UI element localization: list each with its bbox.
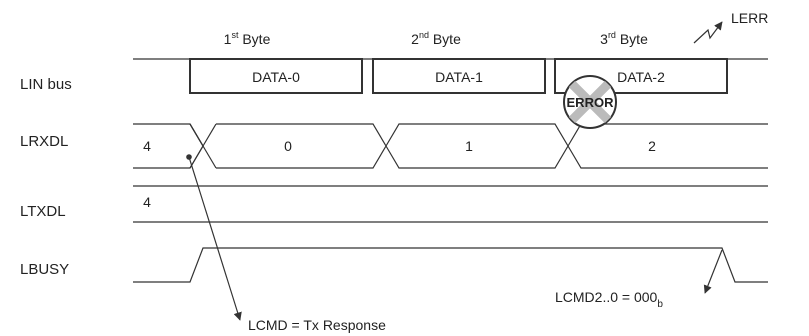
lrxdl-value-0: 0 <box>284 138 292 154</box>
data-frame-0 <box>189 58 363 94</box>
byte-header-1: 1st Byte <box>224 30 271 47</box>
data-frame-1 <box>372 58 546 94</box>
ltxdl-value: 4 <box>143 194 151 210</box>
data-frame-0-label: DATA-0 <box>252 69 300 85</box>
lrxdl-label: LRXDL <box>20 133 68 150</box>
ltxdl-label: LTXDL <box>20 203 66 220</box>
data-frame-1-label: DATA-1 <box>435 69 483 85</box>
lerr-lightning-icon <box>693 21 723 44</box>
lin-bus-label: LIN bus <box>20 76 72 93</box>
lrxdl-segment-1 <box>216 123 387 169</box>
byte-header-2: 2nd Byte <box>411 30 461 47</box>
data-frame-2-label: DATA-2 <box>617 69 665 85</box>
byte-header-3: 3rd Byte <box>600 30 648 47</box>
lrxdl-segment-3-bottom <box>567 145 768 169</box>
lcmd-end-label: LCMD2..0 = 000b <box>555 289 663 310</box>
lrxdl-segment-2 <box>385 123 569 169</box>
lerr-label: LERR <box>731 10 768 26</box>
lcmd-end-arrow <box>703 249 723 294</box>
lrxdl-value-4: 4 <box>143 138 151 154</box>
lrxdl-value-1: 1 <box>465 138 473 154</box>
lcmd-start-label: LCMD = Tx Response <box>248 317 386 333</box>
error-icon: ERROR <box>563 75 617 129</box>
lbusy-label: LBUSY <box>20 261 69 278</box>
lcmd-start-arrow <box>188 156 242 321</box>
lrxdl-value-2: 2 <box>648 138 656 154</box>
lbusy-waveform <box>133 247 768 283</box>
error-label: ERROR <box>567 95 615 110</box>
